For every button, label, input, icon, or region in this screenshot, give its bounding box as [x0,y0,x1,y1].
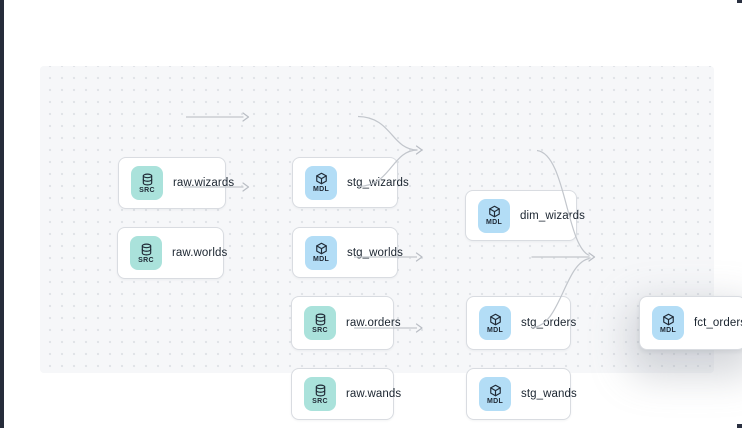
badge-label: MDL [659,326,677,334]
cube-icon [662,313,674,325]
node-label: stg_wands [521,388,577,400]
node-raw-orders[interactable]: SRC raw.orders [291,296,401,350]
node-dim-wizards[interactable]: MDL dim_wizards [465,190,585,241]
cube-icon [315,242,327,255]
node-stg-wizards[interactable]: MDL stg_wizards [292,157,409,208]
node-type-badge: MDL [652,306,684,340]
badge-label: MDL [485,219,503,226]
node-label: raw.wizards [173,177,235,189]
node-type-badge: MDL [305,235,337,270]
node-type-badge: SRC [304,306,336,340]
node-raw-wizards[interactable]: SRC raw.wizards [118,157,234,209]
window-left-edge [0,0,4,428]
node-label: dim_wizards [520,209,586,222]
cube-icon [488,205,500,218]
node-label: stg_wizards [347,176,409,189]
node-raw-wands[interactable]: SRC raw.wands [291,368,401,420]
node-type-badge: SRC [130,236,162,270]
window-corner-mark [737,0,742,3]
node-label: fct_orders [694,317,742,329]
badge-label: MDL [312,186,330,193]
node-label: raw.orders [346,317,401,329]
node-type-badge: SRC [131,166,163,200]
node-type-badge: MDL [479,306,511,340]
node-type-badge: SRC [304,377,336,411]
badge-label: SRC [138,256,154,264]
node-raw-worlds[interactable]: SRC raw.worlds [117,227,228,279]
node-type-badge: MDL [305,165,337,200]
window-corner-mark [737,424,742,428]
badge-label: SRC [312,397,328,405]
node-fct-orders[interactable]: MDL fct_orders [639,296,742,350]
database-icon [315,384,325,396]
badge-label: SRC [139,186,155,194]
database-icon [142,173,152,185]
node-label: raw.worlds [172,247,228,259]
node-label: stg_orders [521,317,577,329]
cube-icon [489,313,501,325]
node-type-badge: MDL [479,377,511,411]
badge-label: MDL [486,326,504,334]
node-stg-worlds[interactable]: MDL stg_worlds [292,227,403,278]
node-type-badge: MDL [478,198,510,233]
cube-icon [489,384,501,396]
badge-label: MDL [312,256,330,263]
node-label: raw.wands [346,388,402,400]
node-stg-orders[interactable]: MDL stg_orders [466,296,576,350]
lineage-canvas[interactable]: SRC raw.wizards SRC raw.worlds MDL stg_w… [40,66,742,420]
database-icon [315,313,325,325]
cube-icon [315,172,327,185]
database-icon [141,243,151,255]
badge-label: SRC [312,326,328,334]
node-stg-wands[interactable]: MDL stg_wands [466,368,577,420]
node-label: stg_worlds [347,246,403,259]
badge-label: MDL [486,397,504,405]
